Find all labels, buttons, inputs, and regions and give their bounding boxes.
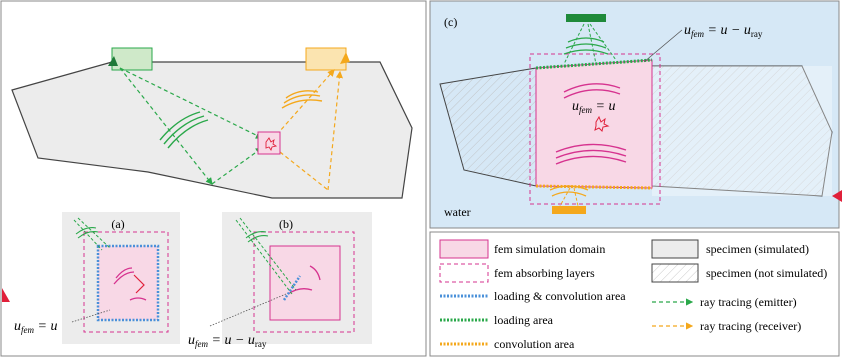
fem-box-small xyxy=(257,131,281,155)
legend-ray-receiver: ray tracing (receiver) xyxy=(700,319,801,333)
inset-b-equation: ufem = u − uray xyxy=(188,333,267,349)
receiver-wavefront xyxy=(281,90,323,109)
c-equation-mid: ufem = u xyxy=(572,99,615,115)
legend: fem simulation domain fem absorbing laye… xyxy=(429,231,840,357)
defect-icon xyxy=(594,115,610,132)
legend-specimen-not-sim: specimen (not simulated) xyxy=(706,266,827,280)
convolution-area-line xyxy=(535,184,653,190)
receiver-rays xyxy=(271,69,343,191)
fem-absorbing-rect xyxy=(529,53,661,205)
emitter-transducer xyxy=(108,47,153,71)
c-equation-top: ufem = u − uray xyxy=(684,23,763,39)
water-label: water xyxy=(444,205,471,219)
c-receiver xyxy=(549,185,589,214)
receiver-transducer xyxy=(305,47,350,71)
inset-a-equation: ufem = u xyxy=(14,319,57,335)
red-marker-right xyxy=(832,190,842,202)
legend-loading: loading area xyxy=(494,313,554,327)
c-emitter xyxy=(563,14,617,65)
legend-fem-domain: fem simulation domain xyxy=(494,242,605,256)
inset-a: (a) xyxy=(62,212,180,344)
emitter-rays xyxy=(119,67,264,185)
legend-fem-absorbing: fem absorbing layers xyxy=(494,266,595,280)
legend-specimen-sim: specimen (simulated) xyxy=(706,242,809,256)
legend-loading-convolution: loading & convolution area xyxy=(494,289,626,303)
left-panel: (a) (b) xyxy=(0,0,427,357)
loading-area-line xyxy=(535,58,653,70)
fem-domain-rect xyxy=(535,59,653,189)
legend-convolution: convolution area xyxy=(494,337,575,351)
specimen-shape xyxy=(11,61,413,199)
legend-ray-emitter: ray tracing (emitter) xyxy=(700,295,797,309)
inset-a-label: (a) xyxy=(111,217,124,231)
panel-c-label: (c) xyxy=(444,15,457,29)
emitter-wavefront xyxy=(159,111,209,149)
panel-c: (c) water xyxy=(429,0,842,229)
red-marker-left xyxy=(2,288,10,302)
inset-b-label: (b) xyxy=(279,217,293,231)
inset-b: (b) xyxy=(222,212,372,344)
